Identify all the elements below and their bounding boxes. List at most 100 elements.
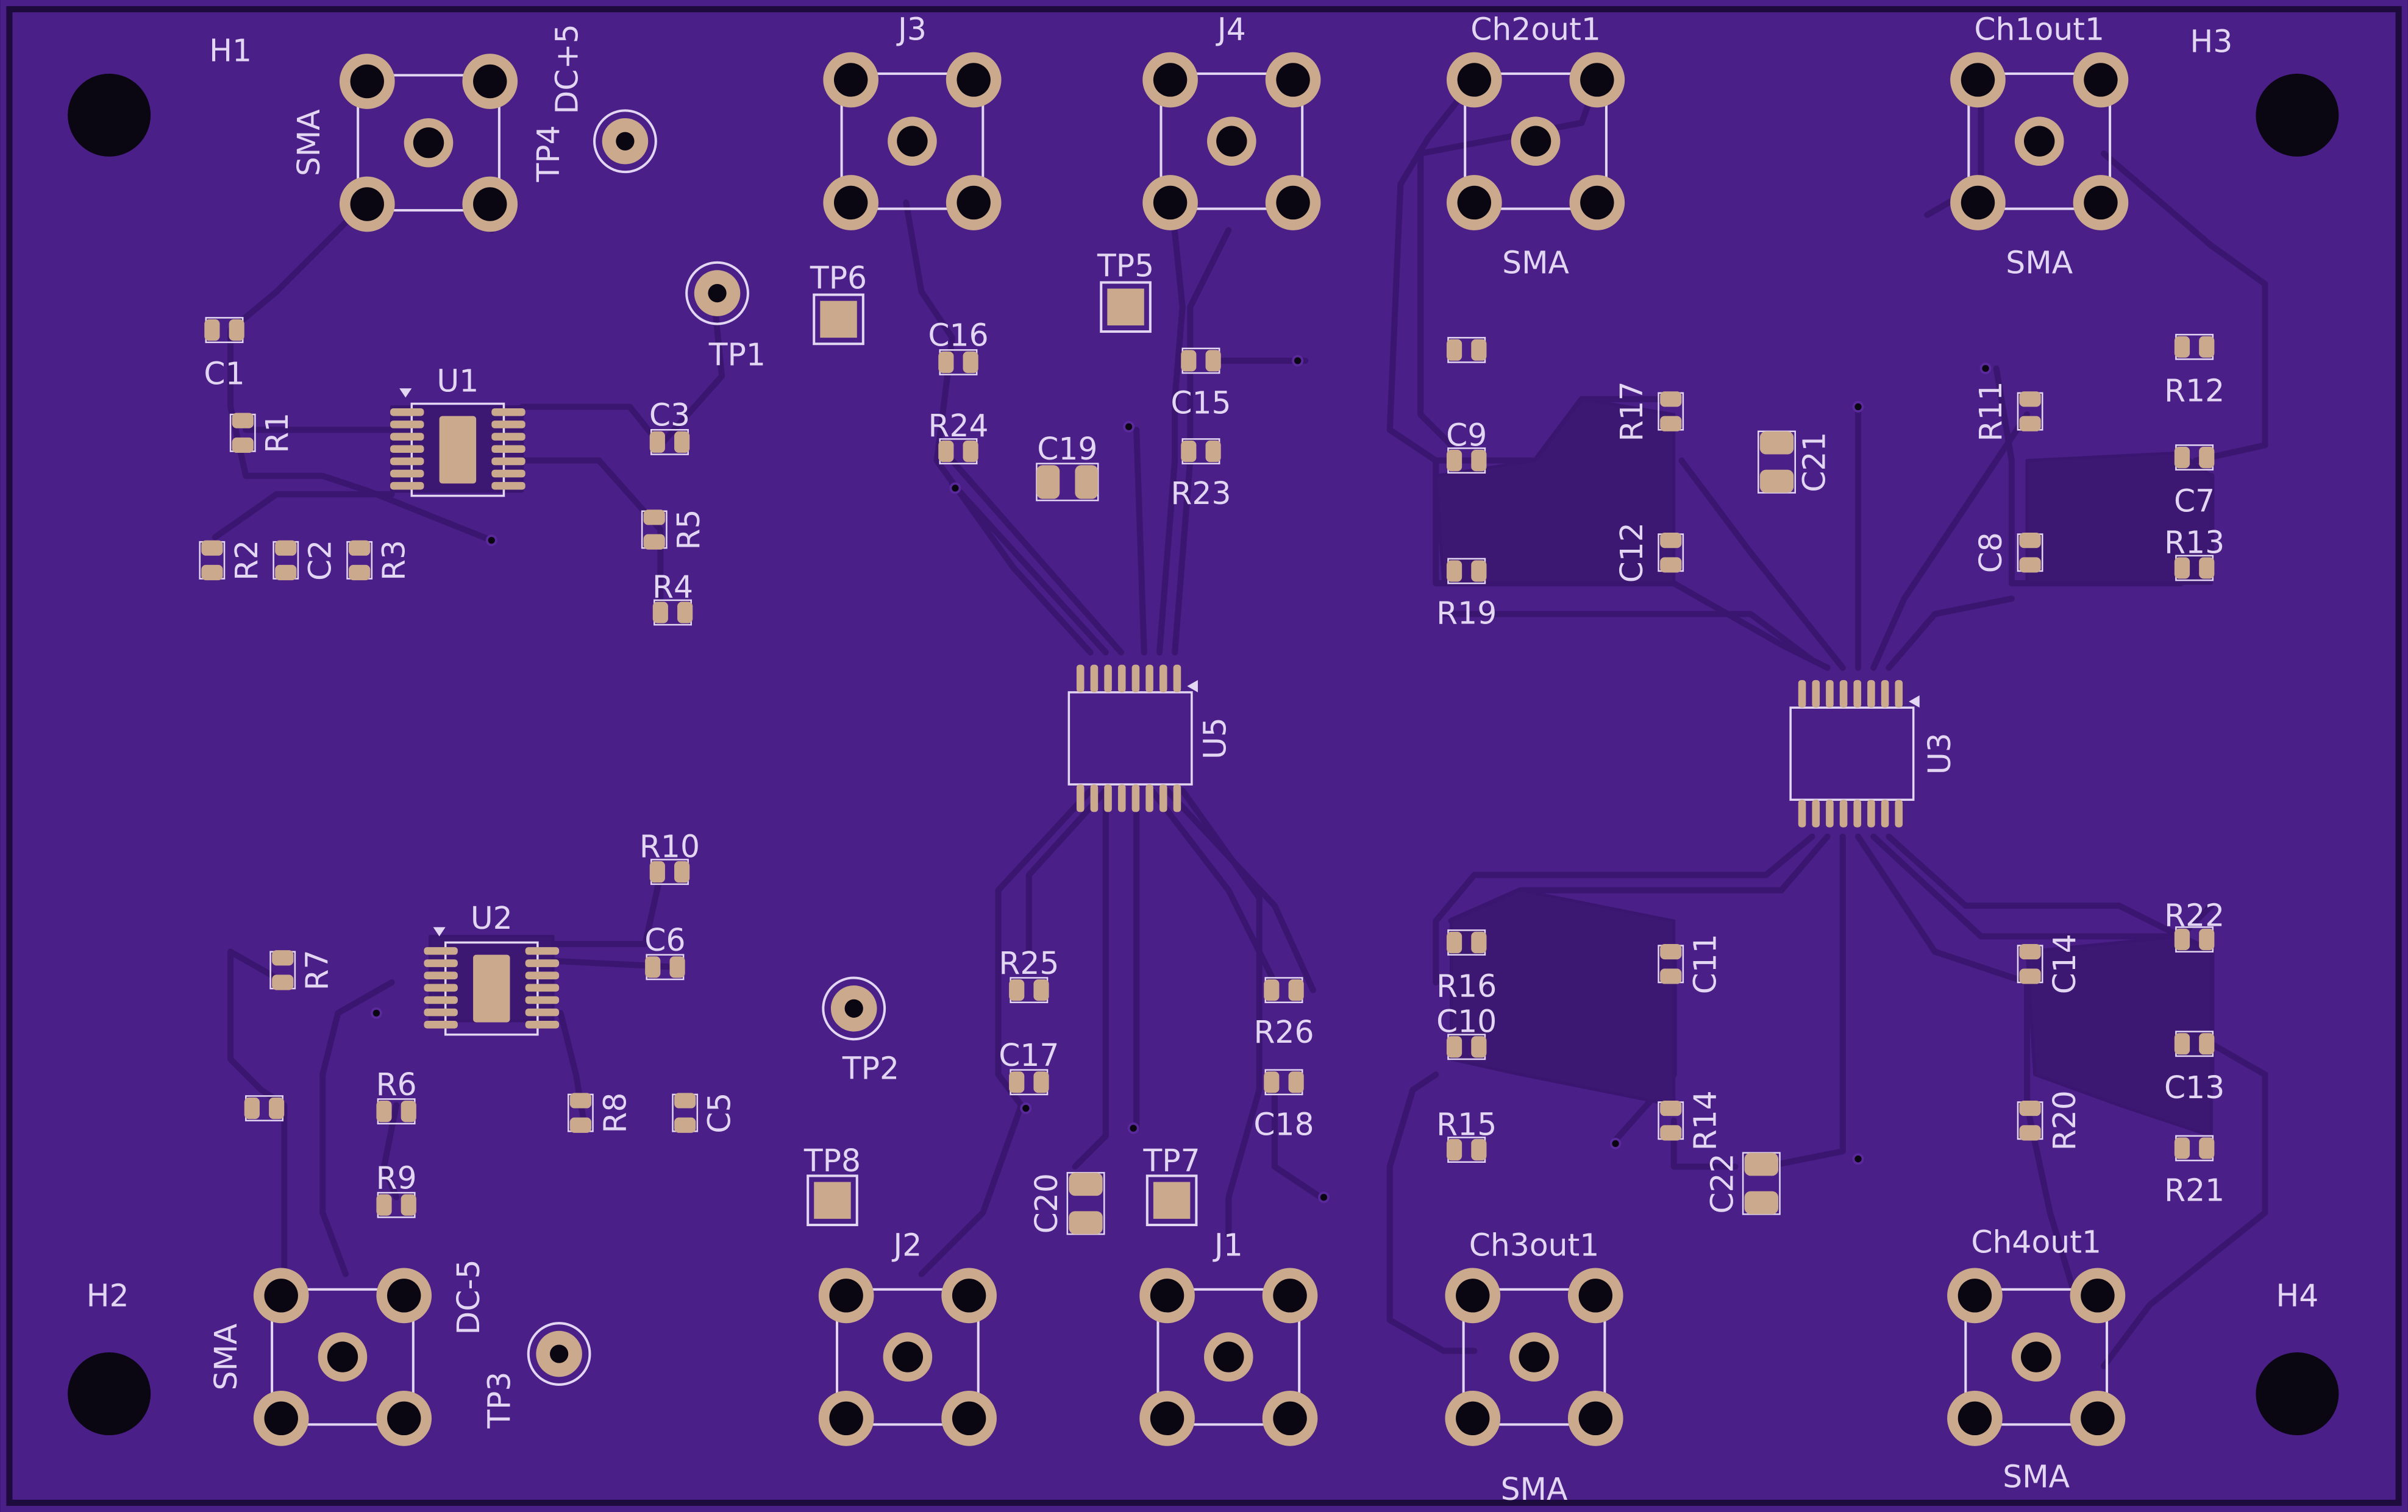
sma-connector-top-left: SMA bbox=[291, 54, 518, 232]
component-r14: R14 bbox=[1658, 1090, 1723, 1151]
c5-label: C5 bbox=[702, 1093, 738, 1134]
trace-fill-regions bbox=[390, 397, 2213, 1138]
test-point-tp5: TP5 bbox=[1097, 247, 1154, 332]
r9-label: R9 bbox=[376, 1160, 417, 1196]
test-point-tp8: TP8 bbox=[803, 1143, 861, 1225]
mounting-hole-h2: H2 bbox=[68, 1277, 151, 1436]
u5-label: U5 bbox=[1197, 717, 1233, 759]
component-r8: R8 bbox=[567, 1092, 633, 1134]
ic-u3: U3 bbox=[1789, 679, 1957, 829]
component-c7: C7 bbox=[2173, 444, 2215, 519]
component-r12: R12 bbox=[2164, 333, 2225, 408]
sma-connector-ch4out1: Ch4out1 SMA bbox=[1947, 1224, 2125, 1495]
mounting-hole-h3: H3 bbox=[2190, 24, 2339, 157]
ic-u5: U5 bbox=[1067, 663, 1233, 814]
r16-label: R16 bbox=[1436, 968, 1497, 1004]
sma-connector-j4: J4 bbox=[1142, 11, 1320, 230]
r22-label: R22 bbox=[2164, 898, 2225, 934]
component-r4: R4 bbox=[652, 569, 694, 626]
tp4-label: TP4 bbox=[530, 125, 566, 182]
r21-label: R21 bbox=[2164, 1173, 2225, 1209]
sma-value-label: SMA bbox=[291, 109, 327, 176]
test-point-tp2: TP2 bbox=[823, 978, 899, 1087]
component-c12: C12 bbox=[1614, 522, 1684, 583]
r8-label: R8 bbox=[597, 1093, 633, 1134]
sma-connector-ch3out1: Ch3out1 SMA bbox=[1445, 1227, 1623, 1507]
component-r3: R3 bbox=[346, 539, 412, 581]
r11-label: R11 bbox=[1973, 381, 2009, 441]
tp5-label: TP5 bbox=[1097, 247, 1154, 283]
h1-label: H1 bbox=[209, 33, 252, 69]
component-c1: C1 bbox=[204, 317, 246, 392]
u1-label: U1 bbox=[436, 363, 479, 399]
c20-label: C20 bbox=[1028, 1173, 1064, 1233]
j2-label: J2 bbox=[891, 1227, 922, 1263]
dc-pos-net-label: DC+5 bbox=[549, 24, 585, 114]
c7-label: C7 bbox=[2174, 483, 2215, 519]
c17-label: C17 bbox=[999, 1037, 1059, 1073]
test-point-tp7: TP7 bbox=[1143, 1143, 1200, 1225]
ch3-sma-label: SMA bbox=[1501, 1471, 1568, 1507]
c1-label: C1 bbox=[204, 356, 244, 392]
c14-label: C14 bbox=[2046, 934, 2082, 994]
tp1-label: TP1 bbox=[708, 336, 766, 372]
component-r5: R5 bbox=[641, 508, 707, 550]
component-r10: R10 bbox=[639, 828, 700, 886]
r1-label: R1 bbox=[259, 413, 295, 453]
c22-label: C22 bbox=[1704, 1153, 1740, 1213]
component-c2: C2 bbox=[273, 539, 338, 581]
c16-label: C16 bbox=[928, 318, 988, 353]
j1-label: J1 bbox=[1213, 1227, 1243, 1263]
tp3-label: TP3 bbox=[482, 1372, 518, 1429]
c10-label: C10 bbox=[1436, 1004, 1497, 1040]
component-r2: R2 bbox=[199, 539, 265, 581]
c2-label: C2 bbox=[302, 540, 338, 581]
r25-label: R25 bbox=[999, 945, 1059, 981]
component-c18: C18 bbox=[1253, 1069, 1314, 1142]
dc-neg-net-label: DC-5 bbox=[451, 1259, 486, 1335]
component-c10: C10 bbox=[1436, 1004, 1497, 1060]
r12-label: R12 bbox=[2164, 372, 2225, 408]
component-c3: C3 bbox=[649, 397, 691, 455]
ch2-sma-label: SMA bbox=[1502, 244, 1569, 280]
ch1out1-label: Ch1out1 bbox=[1974, 11, 2104, 47]
component-c8: C8 bbox=[1973, 531, 2043, 573]
c15-label: C15 bbox=[1170, 385, 1231, 421]
component-r17: R17 bbox=[1614, 381, 1684, 442]
c12-label: C12 bbox=[1614, 522, 1650, 583]
component-r13: R13 bbox=[2164, 525, 2225, 581]
sma-connector-j3: J3 bbox=[823, 11, 1001, 230]
r3-label: R3 bbox=[376, 540, 412, 581]
component-c15: C15 bbox=[1170, 347, 1231, 421]
component-c21: C21 bbox=[1758, 430, 1832, 494]
c3-label: C3 bbox=[649, 397, 690, 433]
sma-connector-ch2out1: Ch2out1 SMA bbox=[1447, 11, 1625, 280]
sma-value-label: SMA bbox=[208, 1323, 244, 1390]
board-edge bbox=[6, 6, 2402, 1506]
component-r21: R21 bbox=[2164, 1135, 2225, 1209]
r15-label: R15 bbox=[1436, 1106, 1497, 1142]
h4-label: H4 bbox=[2276, 1277, 2318, 1313]
component-r15: R15 bbox=[1436, 1106, 1497, 1163]
c6-label: C6 bbox=[644, 922, 685, 958]
h3-label: H3 bbox=[2190, 24, 2232, 60]
r4-label: R4 bbox=[652, 569, 693, 605]
component-r20: R20 bbox=[2017, 1090, 2082, 1151]
tp6-label: TP6 bbox=[810, 260, 867, 296]
component-r7: R7 bbox=[269, 949, 335, 991]
h2-label: H2 bbox=[87, 1277, 129, 1313]
ic-u1: U1 bbox=[389, 363, 527, 497]
component-r19: R19 bbox=[1436, 558, 1497, 631]
r23-label: R23 bbox=[1170, 475, 1231, 511]
mounting-hole-h1: H1 bbox=[68, 33, 252, 157]
ch4-sma-label: SMA bbox=[2003, 1459, 2070, 1495]
test-point-tp1: TP1 bbox=[686, 263, 766, 372]
test-points: TP1 TP2 TP3 TP4 TP5 TP6 TP7 TP8 bbox=[451, 24, 1200, 1429]
component-r16: R16 bbox=[1436, 929, 1497, 1004]
component-c19: C19 bbox=[1036, 431, 1099, 502]
component-r11: R11 bbox=[1973, 381, 2043, 442]
r13-label: R13 bbox=[2164, 525, 2225, 561]
r2-label: R2 bbox=[229, 540, 265, 581]
